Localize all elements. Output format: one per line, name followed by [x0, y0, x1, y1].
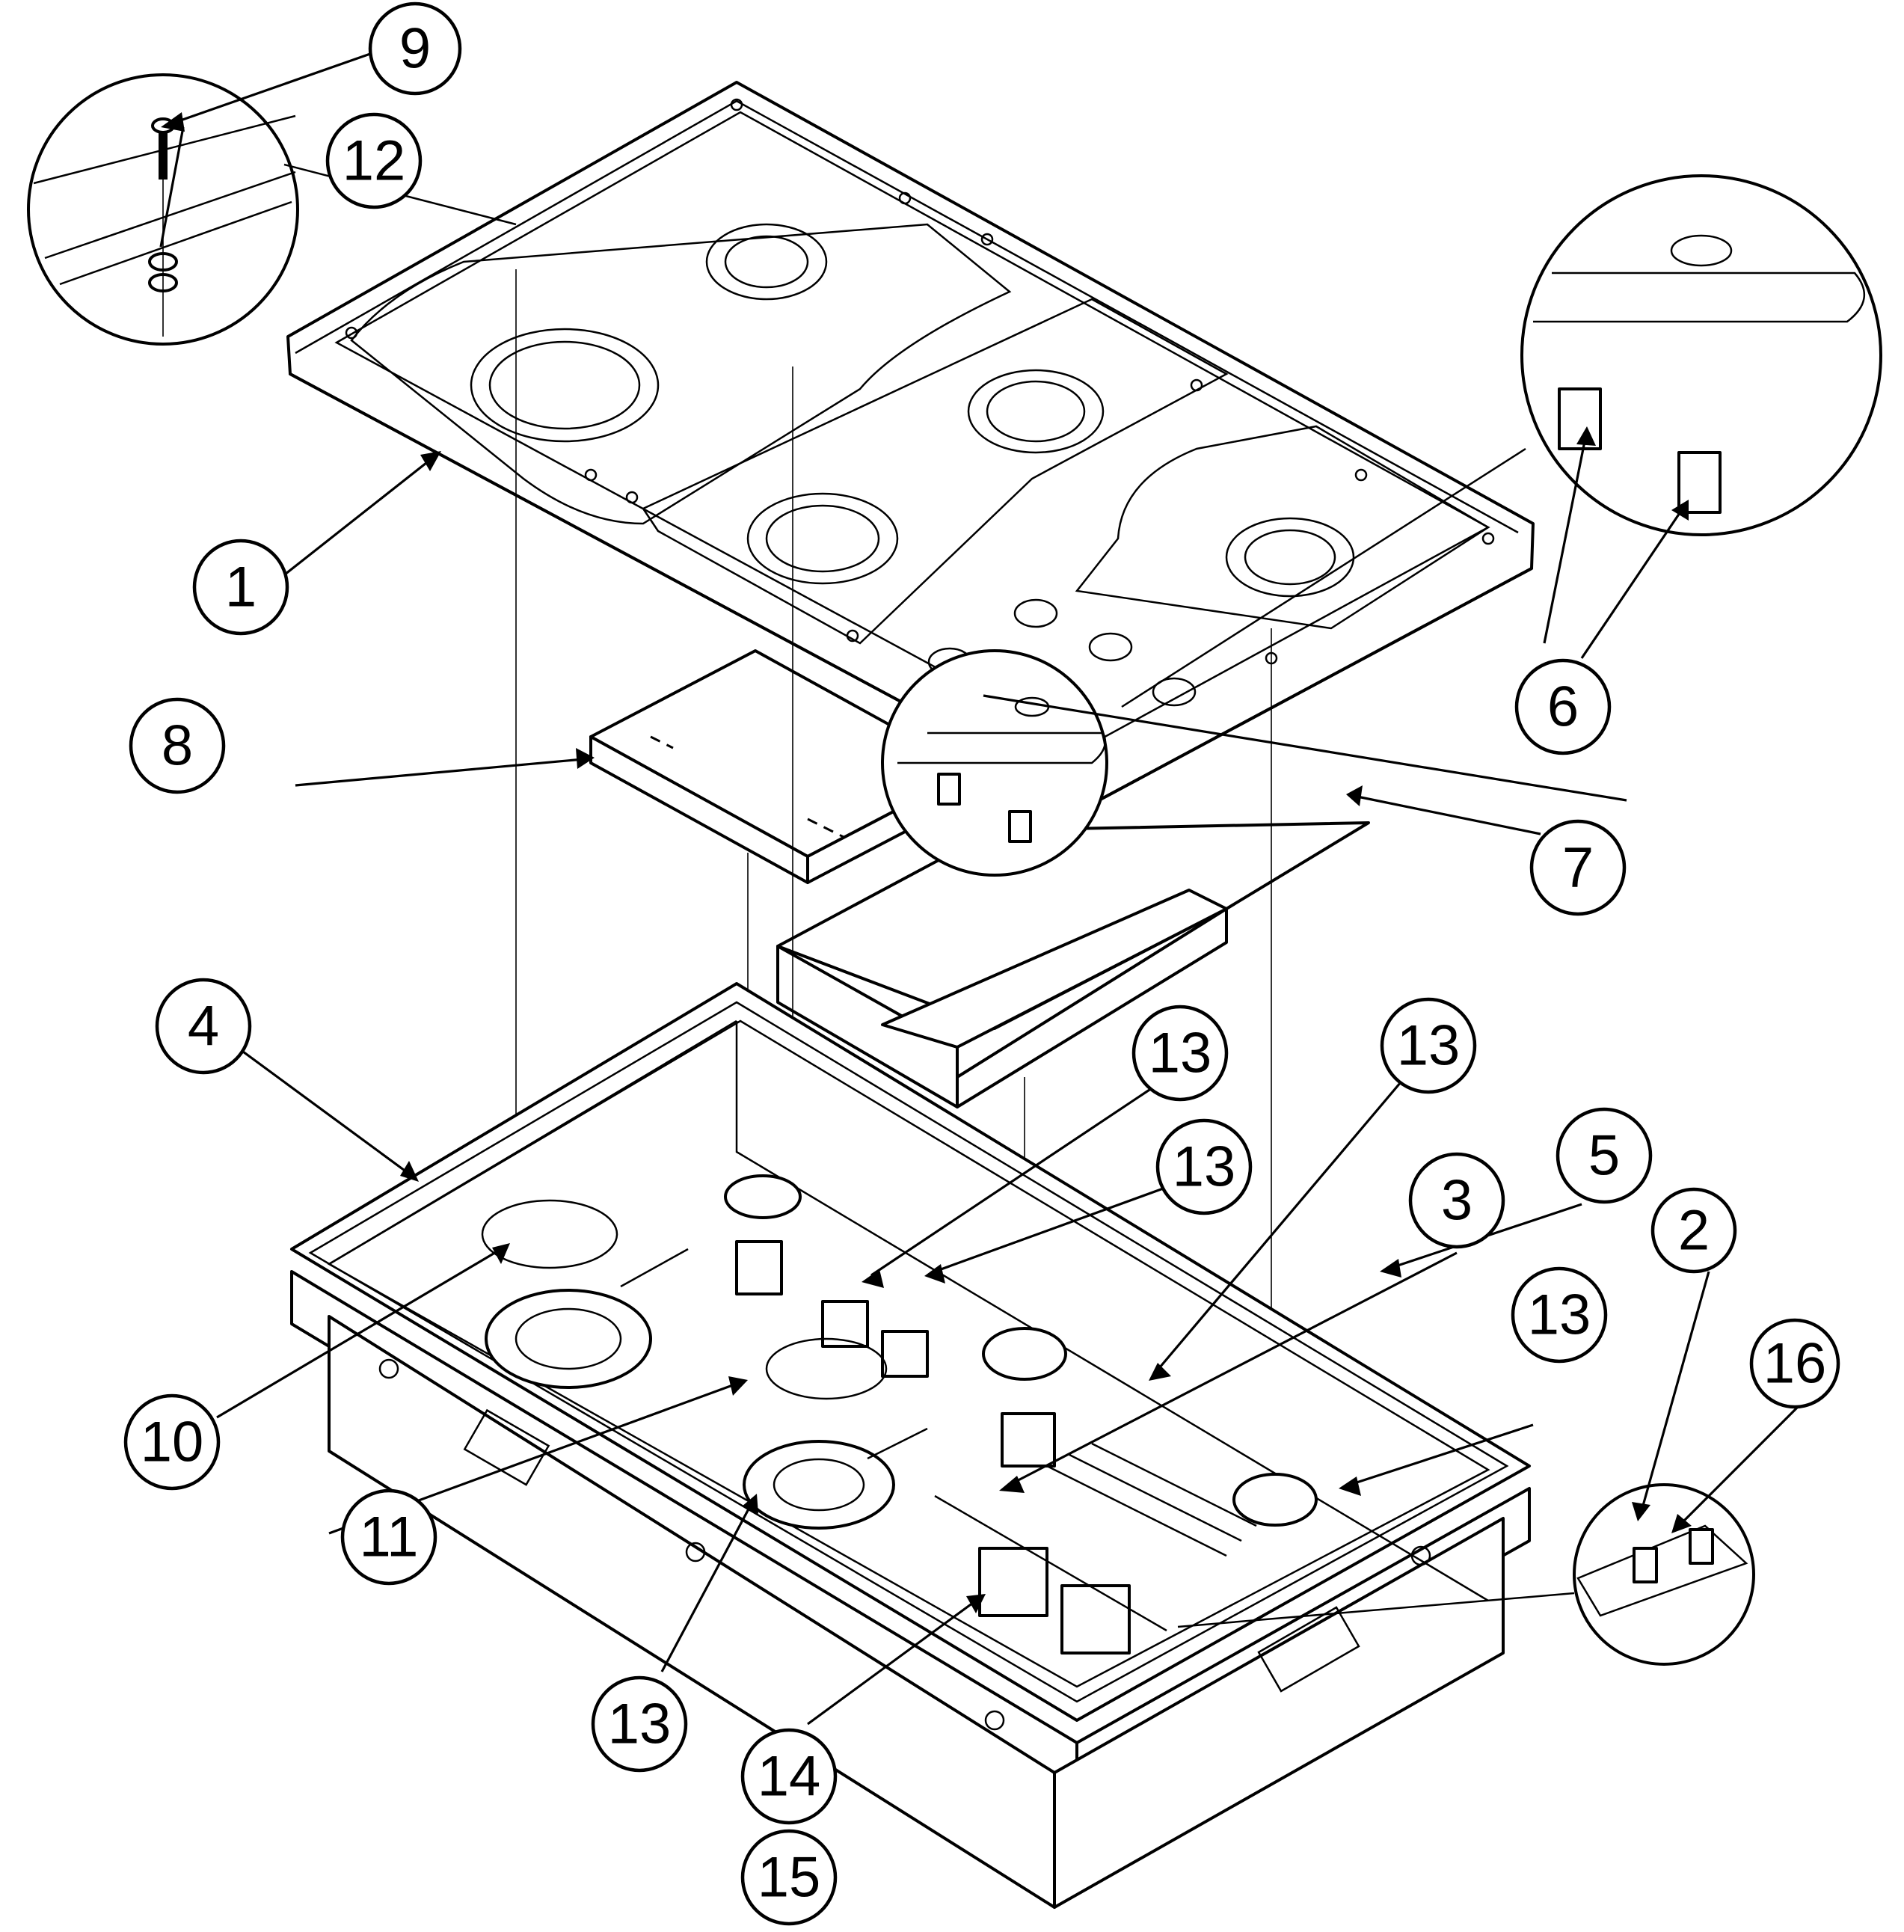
callout-label: 5 — [1588, 1124, 1620, 1188]
callout-6: 6 — [1514, 658, 1612, 755]
callout-label: 7 — [1562, 836, 1594, 900]
burner-openings — [470, 223, 1355, 598]
insulation-pad-7 — [776, 821, 1370, 1108]
callout-13-b: 13 — [1380, 997, 1477, 1094]
callout-13-d: 13 — [1511, 1266, 1608, 1364]
callout-label: 6 — [1547, 675, 1579, 739]
callout-label: 13 — [1173, 1135, 1236, 1199]
callout-label: 13 — [1397, 1014, 1461, 1078]
burner-box-chassis — [290, 982, 1531, 1909]
callout-label: 2 — [1678, 1199, 1710, 1263]
callout-5: 5 — [1556, 1107, 1653, 1204]
callout-8: 8 — [129, 697, 226, 794]
callout-9: 9 — [368, 1, 462, 96]
callout-label: 14 — [758, 1745, 821, 1809]
callout-1: 1 — [192, 539, 289, 636]
callout-14: 14 — [740, 1728, 838, 1825]
callout-7: 7 — [1529, 819, 1627, 916]
callout-12: 12 — [325, 112, 423, 209]
callout-label: 4 — [188, 995, 219, 1058]
gas-valves-and-wiring — [620, 1240, 1257, 1655]
callout-label: 16 — [1763, 1332, 1827, 1396]
callout-label: 1 — [225, 556, 257, 619]
screw-holes — [345, 98, 1495, 665]
detail-circle-clip-lower — [1177, 1483, 1755, 1666]
callout-13-c: 13 — [1155, 1118, 1253, 1215]
detail-circle-clip-right — [1121, 174, 1882, 708]
detail-circle-clip-mid — [881, 649, 1108, 877]
callout-10: 10 — [123, 1393, 221, 1491]
box-burners — [485, 1174, 1318, 1530]
callout-label: 9 — [399, 17, 431, 81]
callout-label: 3 — [1441, 1169, 1472, 1233]
callout-label: 15 — [758, 1846, 821, 1910]
callout-label: 11 — [360, 1506, 419, 1569]
callout-15: 15 — [740, 1829, 838, 1926]
callout-16: 16 — [1749, 1318, 1840, 1409]
detail-circle-screw — [27, 73, 517, 346]
callout-3: 3 — [1408, 1152, 1505, 1249]
callout-13-e: 13 — [591, 1675, 688, 1773]
callout-label: 8 — [162, 714, 193, 778]
callout-label: 12 — [343, 129, 406, 193]
callout-label: 13 — [1528, 1284, 1591, 1347]
callout-11: 11 — [340, 1488, 437, 1586]
callout-13-a: 13 — [1131, 1005, 1229, 1102]
callout-label: 10 — [141, 1411, 204, 1474]
callout-label: 13 — [1149, 1022, 1212, 1085]
callout-4: 4 — [155, 978, 252, 1075]
callout-label: 13 — [608, 1693, 672, 1756]
callout-2: 2 — [1650, 1187, 1737, 1274]
